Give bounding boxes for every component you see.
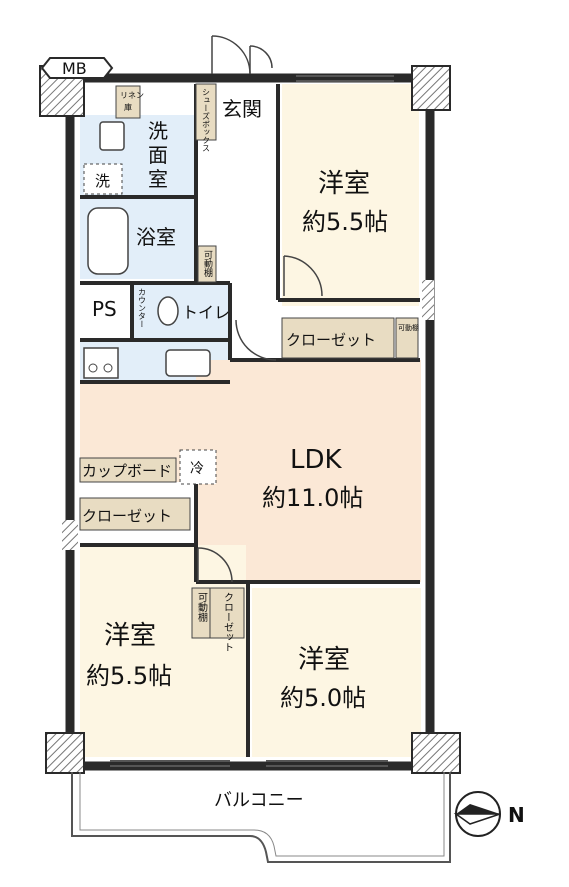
ldk-name: LDK [290,445,343,475]
burner-icon [88,363,98,373]
western-room-top-size: 約5.5帖 [302,208,388,236]
western-room-right-size: 約5.0帖 [280,684,366,712]
bath-label: 浴室 [136,225,176,249]
western-room-top-floor [282,84,419,306]
bathtub-icon [87,207,129,275]
wall-hatch-left [62,520,78,550]
western-room-right-name: 洋室 [298,645,350,675]
pillar-top-right [411,65,451,111]
entrance-label: 玄関 [222,97,262,121]
shoes-box [195,83,217,141]
compass-arrow-icon-2 [453,813,501,825]
balcony-outline [71,772,451,863]
shoes-label: シューズボックス [202,88,211,152]
burner-icon-2 [103,363,113,373]
windows [110,75,394,767]
compass: N [453,791,525,837]
stove-icon [83,347,119,379]
linen-label: リネン [120,91,144,100]
meter-box [40,57,114,79]
movable-shelf-box-2 [395,317,419,359]
closet-ldk-box [79,497,191,531]
closet-top-box [281,317,395,359]
movable-shelf-label-3: 可動棚 [196,592,208,623]
ldk-size: 約11.0帖 [262,484,363,512]
linen-box [115,85,141,119]
western-room-left-name: 洋室 [104,621,156,651]
toilet-label: トイレ [182,303,230,322]
small-closet-box [209,587,245,639]
movable-shelf-label-2: 可動棚 [398,323,419,332]
sink-icon [99,121,125,151]
washroom-label-2: 面 [148,143,168,167]
washer-space [83,163,123,195]
western-room-left-size: 約5.5帖 [86,662,172,690]
small-closet-label: クローゼット [222,592,234,652]
meter-box-label: MB [62,59,87,78]
pillar-bottom-right [411,732,461,774]
closet-ldk-label: クローゼット [82,507,172,525]
balcony-outline-inner [79,772,445,857]
cupboard-box [79,457,177,483]
closet-top-label: クローゼット [286,331,376,349]
wall-hatch-right [422,280,434,320]
western-room-right-floor [252,588,421,757]
washroom-label-3: 室 [148,167,168,191]
balcony-label: バルコニー [214,790,304,811]
pillar-bottom-left [45,732,85,774]
kitchen-sink-icon [165,349,211,377]
toilet-bowl-icon [157,296,179,326]
fridge-space [179,449,217,485]
counter-label: カウンター [138,288,147,328]
linen-label-2: 庫 [124,102,132,112]
fridge-label: 冷 [190,461,204,477]
compass-north-label: N [508,803,525,827]
western-room-top-name: 洋室 [318,169,370,199]
washroom-label: 洗 [148,119,168,143]
entrance-door [211,35,273,75]
pipe-space-label: PS [92,297,117,321]
toilet-floor [132,283,228,340]
washer-label: 洗 [95,172,110,190]
movable-shelf-label: 可動棚 [202,250,213,278]
interior-doors [197,255,323,583]
movable-shelf-box [197,245,217,283]
cupboard-label: カップボード [82,462,172,480]
compass-arrow-icon [456,804,500,814]
